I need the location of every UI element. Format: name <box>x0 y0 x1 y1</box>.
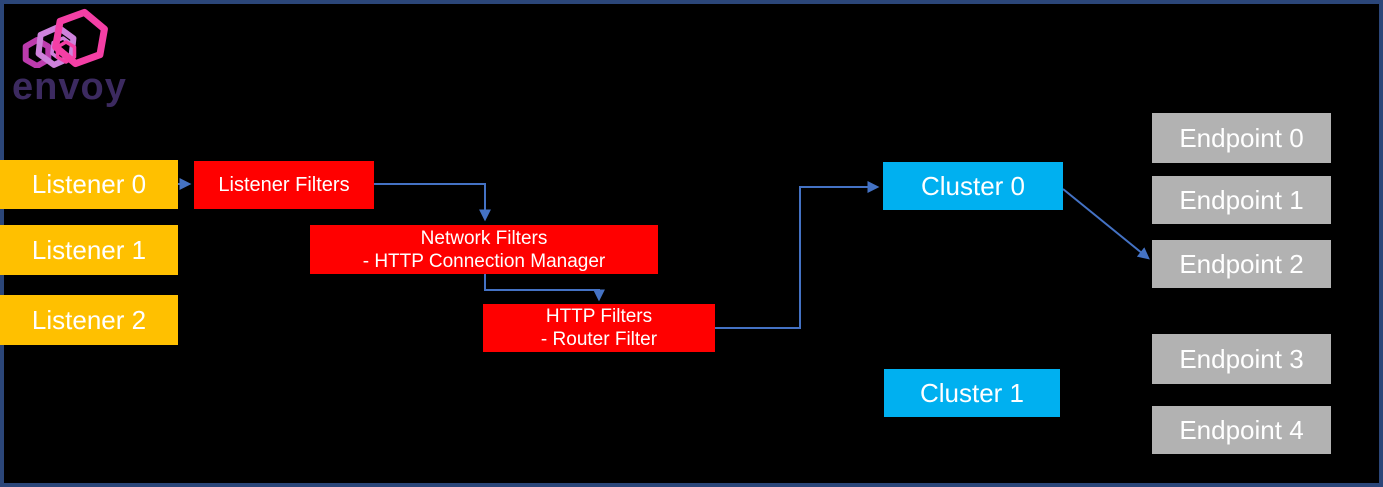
envoy-wordmark: envoy <box>12 66 127 108</box>
envoy-logo: envoy <box>10 6 127 106</box>
endpoint-1-label: Endpoint 1 <box>1179 184 1304 215</box>
listener-filters-box: Listener Filters <box>194 161 374 209</box>
endpoint-2-label: Endpoint 2 <box>1179 248 1304 279</box>
endpoint-2-box: Endpoint 2 <box>1152 240 1331 288</box>
listener-filters-label: Listener Filters <box>218 173 350 196</box>
network-filters-title: Network Filters <box>420 227 548 249</box>
endpoint-0-label: Endpoint 0 <box>1179 122 1304 153</box>
cluster-1-box: Cluster 1 <box>884 369 1060 417</box>
connector-cluster0-to-endpoint2 <box>1062 188 1150 260</box>
endpoint-4-box: Endpoint 4 <box>1152 406 1331 454</box>
listener-2-label: Listener 2 <box>31 304 147 335</box>
network-filters-detail: - HTTP Connection Manager <box>362 250 606 272</box>
listener-0-box: Listener 0 <box>0 160 178 209</box>
listener-1-box: Listener 1 <box>0 225 178 275</box>
connector-networkfilters-to-httpfilters <box>484 274 605 302</box>
cluster-0-label: Cluster 0 <box>920 170 1026 201</box>
connector-listenerfilters-to-networkfilters <box>374 183 491 222</box>
endpoint-4-label: Endpoint 4 <box>1179 414 1304 445</box>
http-filters-box: HTTP Filters - Router Filter <box>483 304 715 352</box>
envoy-hexagons-icon <box>22 8 108 69</box>
endpoint-3-label: Endpoint 3 <box>1179 343 1304 374</box>
listener-2-box: Listener 2 <box>0 295 178 345</box>
network-filters-box: Network Filters - HTTP Connection Manage… <box>310 225 658 274</box>
listener-0-label: Listener 0 <box>31 169 147 199</box>
http-filters-detail: - Router Filter <box>540 329 658 350</box>
endpoint-0-box: Endpoint 0 <box>1152 113 1331 163</box>
endpoint-3-box: Endpoint 3 <box>1152 334 1331 384</box>
connector-httpfilters-to-cluster0 <box>715 181 880 329</box>
http-filters-title: HTTP Filters <box>545 306 653 327</box>
cluster-1-label: Cluster 1 <box>919 377 1025 408</box>
cluster-0-box: Cluster 0 <box>883 162 1063 210</box>
listener-1-label: Listener 1 <box>31 234 147 265</box>
endpoint-1-box: Endpoint 1 <box>1152 176 1331 224</box>
